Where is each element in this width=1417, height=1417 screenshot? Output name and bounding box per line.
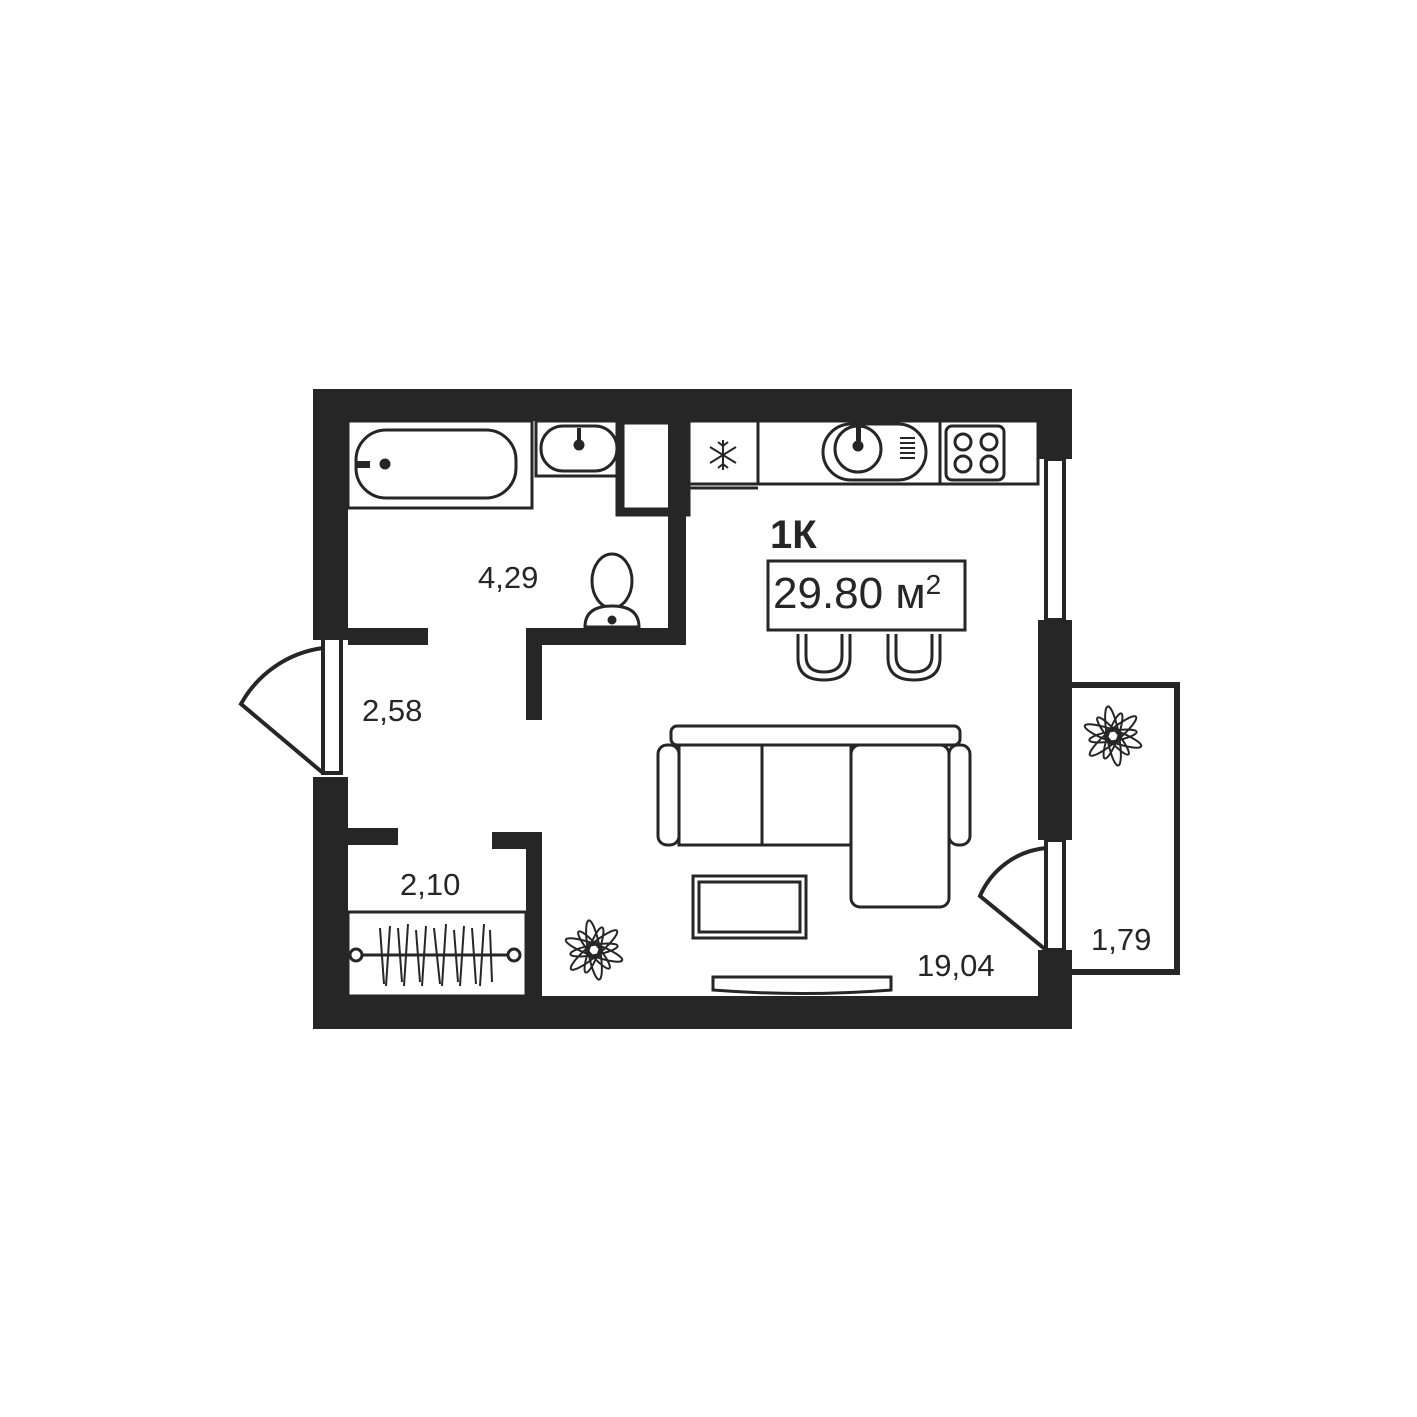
- sink: [534, 419, 624, 478]
- apartment-type: 1К: [770, 513, 817, 557]
- chairs: [796, 634, 942, 682]
- dining-table: [766, 559, 967, 632]
- snowflake-icon: [709, 440, 737, 470]
- bathtub: [346, 419, 534, 510]
- bathroom-area: 4,29: [478, 560, 538, 595]
- tv-stand: [711, 975, 893, 995]
- wardrobe-area: 2,10: [400, 867, 460, 902]
- balcony: [1072, 682, 1180, 975]
- entrance-door: [238, 646, 325, 775]
- walls: [313, 389, 1072, 1029]
- wardrobe: [346, 910, 528, 998]
- plant-icon: [564, 919, 624, 981]
- balcony-door: [977, 846, 1048, 952]
- toilet: [583, 552, 641, 629]
- coffee-table: [691, 874, 808, 940]
- hallway-area: 2,58: [362, 693, 422, 728]
- plant-icon: [1083, 705, 1143, 767]
- sofa: [656, 724, 972, 909]
- balcony-area: 1,79: [1091, 922, 1151, 957]
- total-area-number: 29.80 м: [773, 569, 926, 618]
- total-area-exponent: 2: [926, 569, 942, 600]
- windows: [321, 457, 1066, 952]
- kitchen-counter: [684, 419, 1040, 490]
- total-area: 29.80 м2: [773, 569, 941, 618]
- living-room-area: 19,04: [917, 948, 995, 983]
